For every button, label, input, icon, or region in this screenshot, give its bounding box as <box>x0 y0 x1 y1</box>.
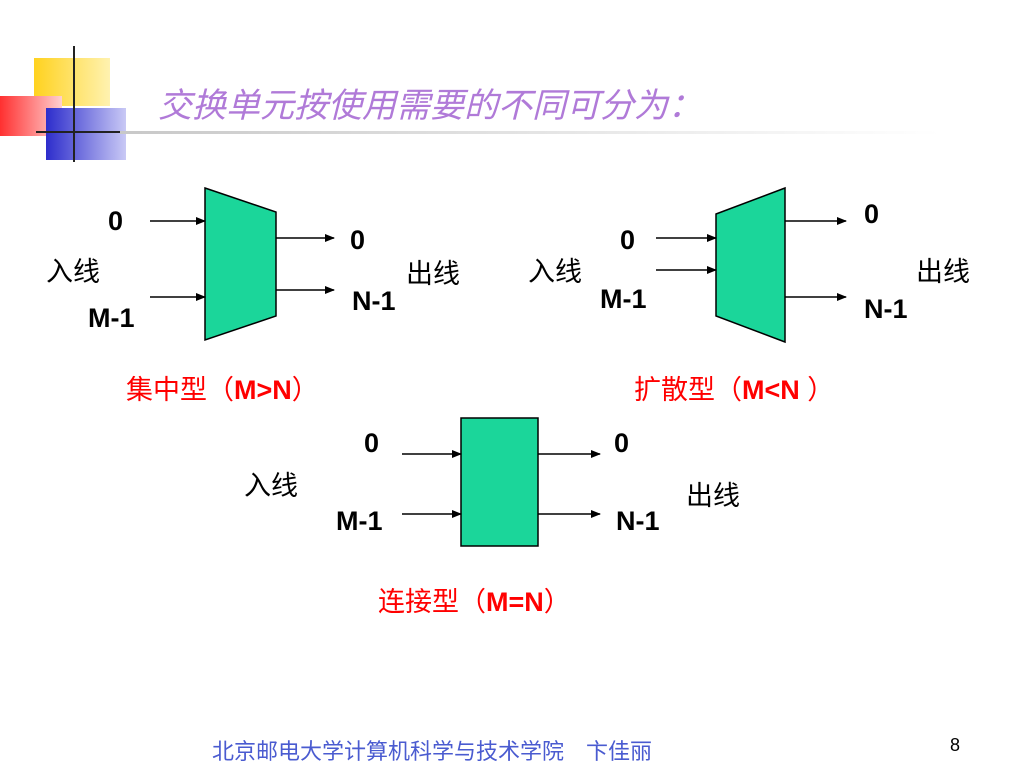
concentrator-input-label: 入线 <box>46 257 100 288</box>
connector-unit <box>402 417 601 547</box>
connector-input-label: 入线 <box>244 471 298 502</box>
connector-output-bottom-label: N-1 <box>616 506 660 536</box>
connector-input-top-label: 0 <box>364 428 380 458</box>
concentrator-input-bottom-label: M-1 <box>88 303 135 333</box>
connector-caption: 连接型（M=N） <box>378 587 571 618</box>
expander-caption: 扩散型（M<N ） <box>634 375 835 406</box>
concentrator-output-label: 出线 <box>406 259 460 290</box>
page-number: 8 <box>950 735 961 755</box>
expander-input-top-label: 0 <box>620 225 636 255</box>
concentrator-trapezoid <box>204 186 277 342</box>
connector-output-top-label: 0 <box>614 428 630 458</box>
logo-blue-block <box>46 108 126 160</box>
title-underline <box>120 131 940 134</box>
expander-output-top-label: 0 <box>864 199 880 229</box>
concentrator-unit <box>150 186 335 342</box>
expander-output-label: 出线 <box>916 257 970 288</box>
expander-unit <box>656 186 847 344</box>
connector-output-label: 出线 <box>686 481 740 512</box>
slide-title: 交换单元按使用需要的不同可分为： <box>158 86 702 126</box>
concentrator-output-top-label: 0 <box>350 225 366 255</box>
expander-input-bottom-label: M-1 <box>600 284 647 314</box>
concentrator-caption: 集中型（M>N） <box>126 375 319 406</box>
expander-output-bottom-label: N-1 <box>864 294 908 324</box>
connector-rectangle <box>460 417 539 547</box>
slide-footer: 北京邮电大学计算机科学与技术学院 卞佳丽 <box>212 740 653 765</box>
expander-trapezoid <box>715 186 786 344</box>
expander-input-label: 入线 <box>528 257 582 288</box>
concentrator-output-bottom-label: N-1 <box>352 286 396 316</box>
concentrator-input-top-label: 0 <box>108 206 124 236</box>
connector-input-bottom-label: M-1 <box>336 506 383 536</box>
